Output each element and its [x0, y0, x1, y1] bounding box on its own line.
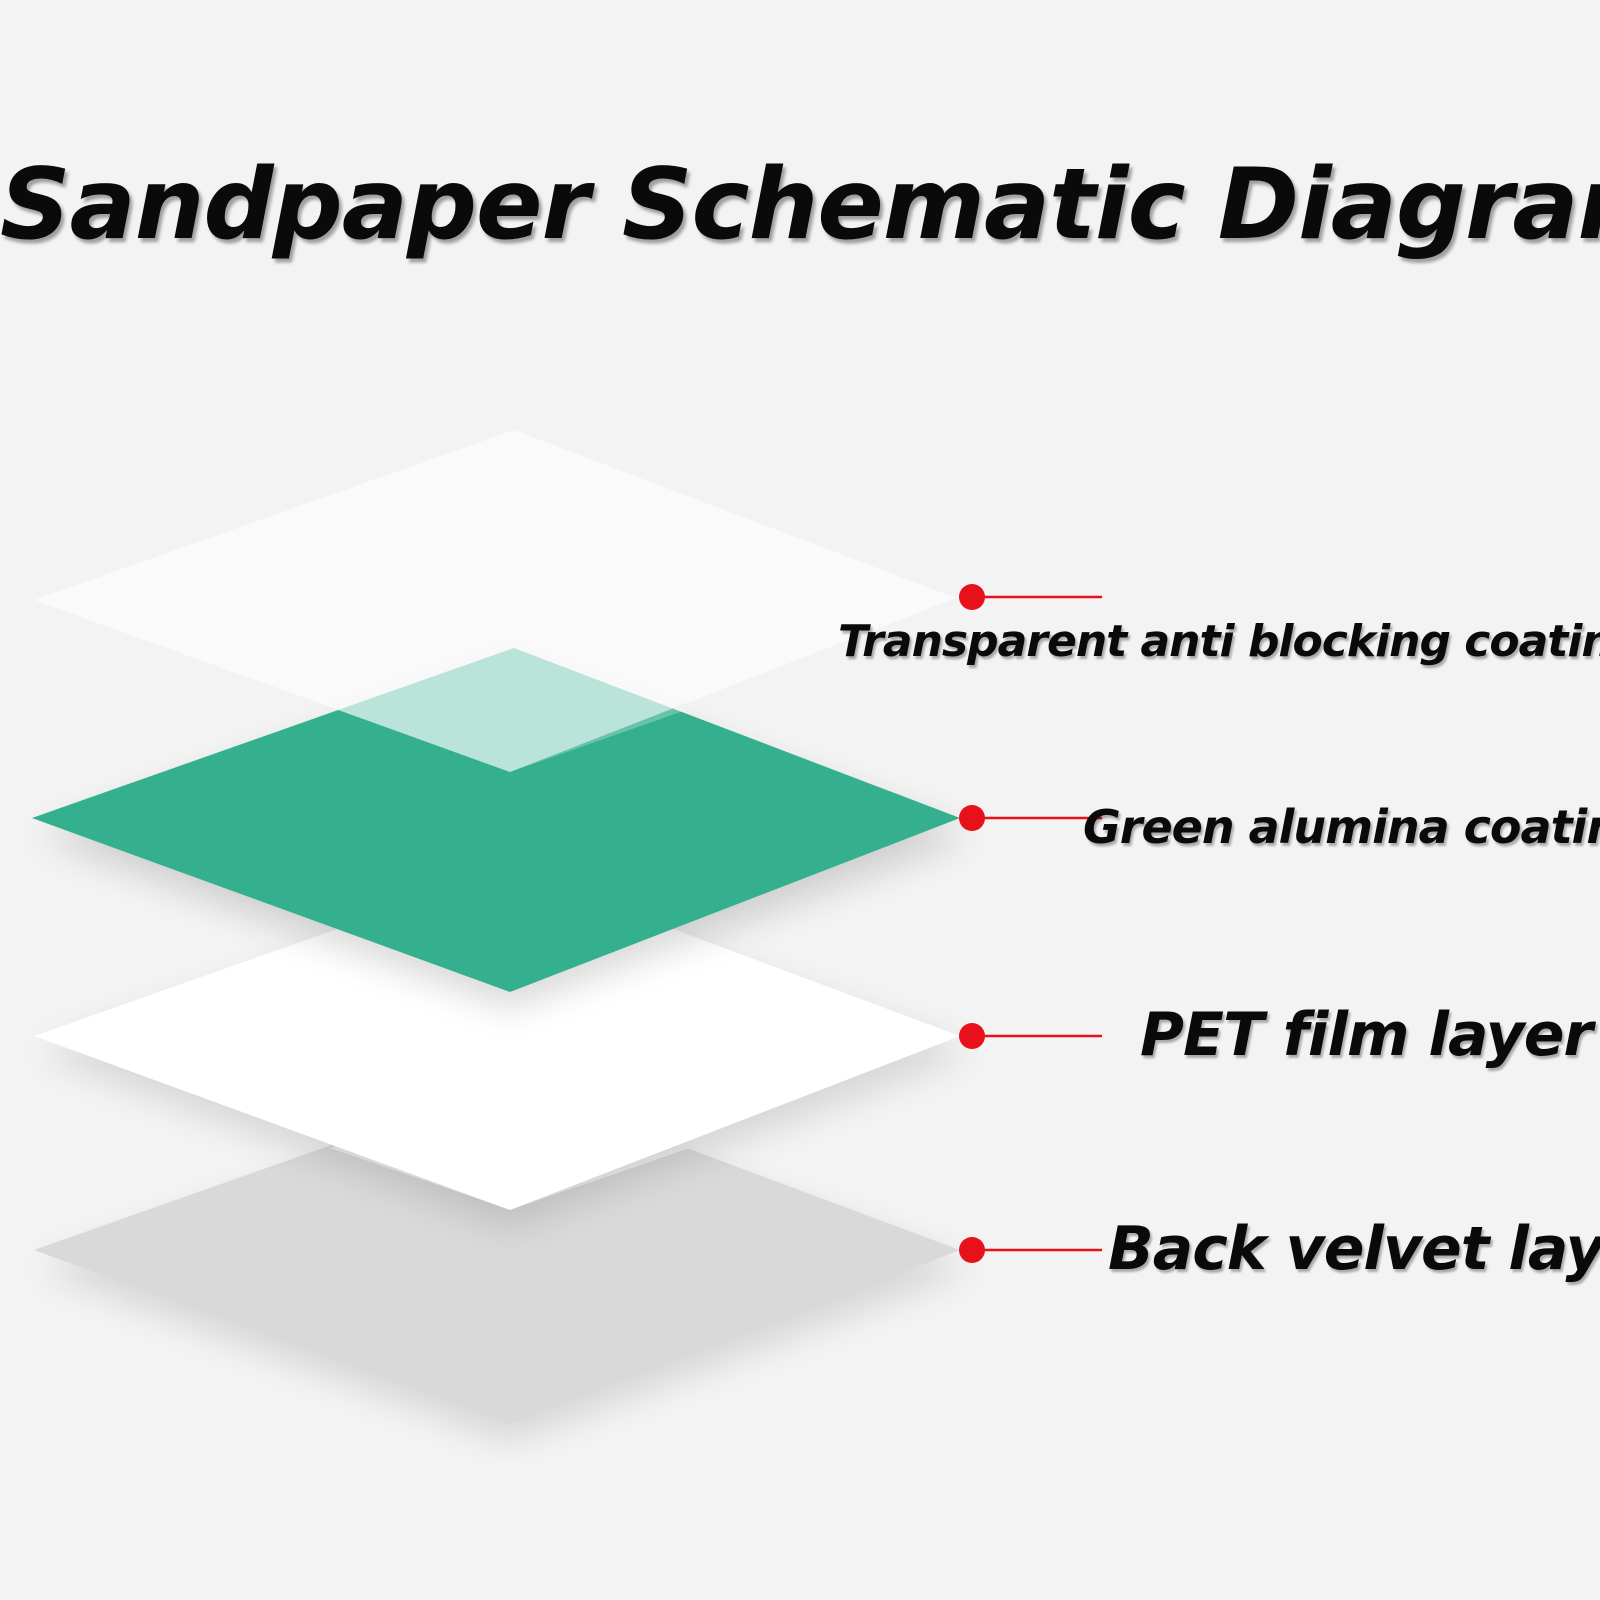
marker-2 — [959, 805, 1102, 831]
marker-1 — [959, 584, 1102, 610]
page-title: Sandpaper Schematic Diagram — [0, 148, 1600, 262]
transparent-coating-sheet — [34, 430, 956, 772]
layer-label-transparent-coating: Transparent anti blocking coating — [838, 616, 1600, 667]
marker-4 — [959, 1237, 1102, 1263]
transparent-coating-layer — [34, 430, 956, 772]
layer-label-back-velvet: Back velvet layer — [1108, 1214, 1600, 1284]
green-alumina-sheet — [32, 648, 960, 992]
pet-film-sheet — [34, 868, 960, 1210]
back-velvet-sheet — [34, 1082, 960, 1424]
transparent-coating-overlap — [338, 648, 686, 772]
pet-film-layer — [34, 868, 970, 1226]
layer-label-green-alumina: Green alumina coating — [1083, 800, 1600, 854]
marker-3 — [959, 1023, 1102, 1049]
layer-label-pet-film: PET film layer — [1140, 1000, 1593, 1070]
green-alumina-layer — [32, 648, 970, 1008]
